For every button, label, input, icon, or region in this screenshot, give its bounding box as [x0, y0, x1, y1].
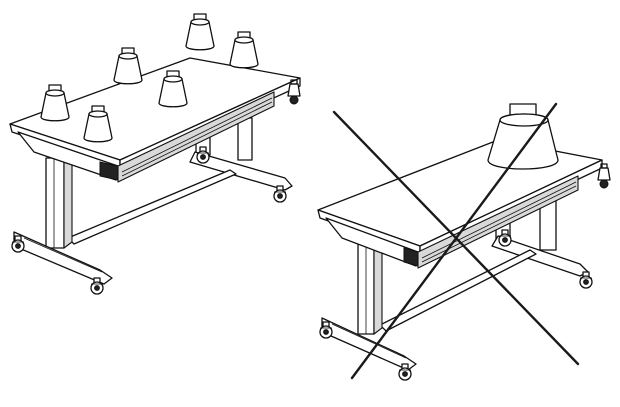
back-foot: [189, 151, 293, 191]
weight-icon: [229, 31, 259, 69]
table-incorrect: [317, 102, 611, 381]
back-leg-right: [237, 117, 253, 161]
weight-icon: [185, 13, 215, 51]
front-leg: [45, 157, 65, 249]
crank-handle-icon: [287, 79, 301, 105]
cross-mark-icon: [332, 102, 580, 380]
weight-icon: [487, 103, 559, 170]
table-correct: [9, 13, 301, 295]
stretcher-bar: [67, 169, 237, 245]
crank-handle-icon: [597, 163, 611, 189]
weight-icon: [40, 84, 70, 122]
weight-icon: [113, 47, 143, 85]
